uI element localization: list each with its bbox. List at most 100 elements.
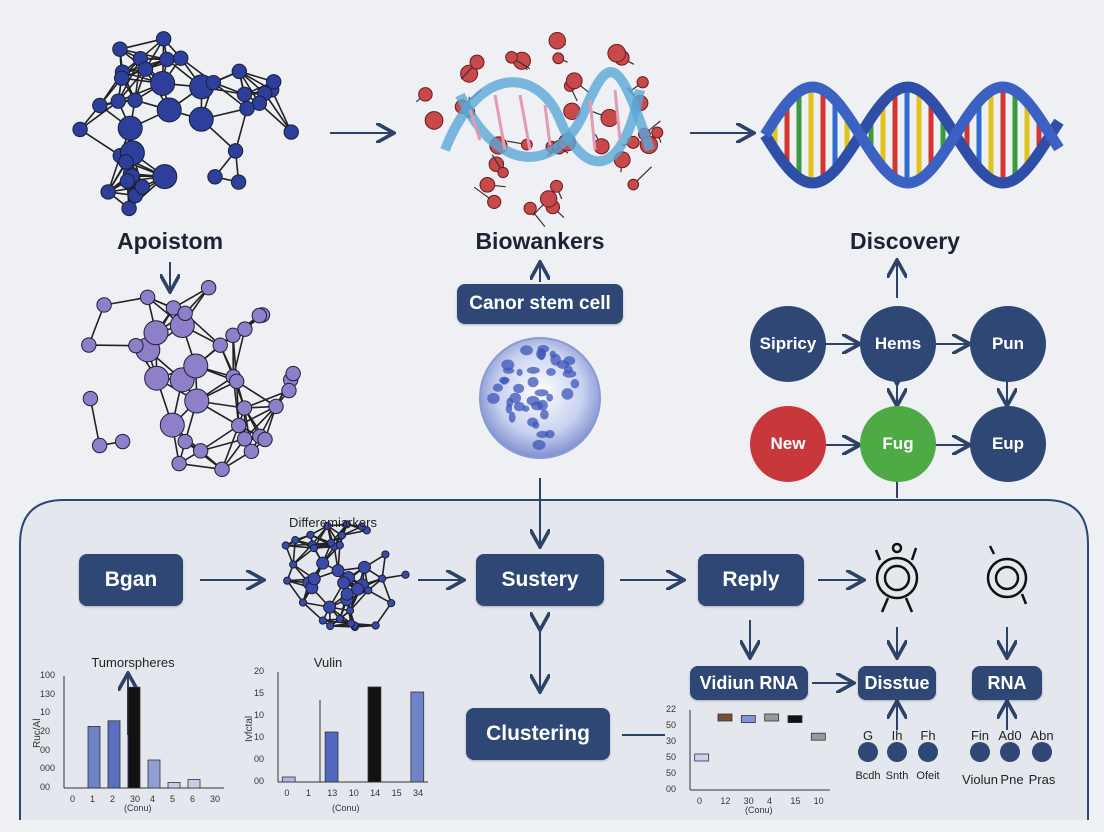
cell-outline-icon-2 — [986, 545, 1028, 605]
molecule-node — [351, 582, 365, 596]
cell-spot — [487, 393, 500, 404]
discovery-label: Discovery — [850, 228, 960, 254]
molecule-node — [184, 388, 210, 414]
molecule-node — [119, 173, 136, 189]
cell-outline-icon-1 — [874, 542, 919, 613]
cell-spot — [532, 421, 540, 429]
chart-xtick: 4 — [150, 794, 156, 804]
molecule-node — [114, 433, 131, 450]
molecule-node — [192, 443, 209, 459]
cell-spot — [534, 389, 549, 397]
molecule-node — [345, 606, 355, 615]
chart-ytick: 10 — [254, 710, 265, 720]
chart-xtick: 15 — [790, 796, 801, 806]
molecule-node — [159, 51, 175, 68]
chart-xtick: 6 — [190, 794, 196, 804]
chart-ytick: 00 — [254, 754, 265, 764]
molecule-node — [243, 443, 260, 460]
molecule-node — [128, 337, 144, 354]
chart-ytick: 30 — [666, 736, 677, 746]
chart-ytick: 10 — [40, 707, 51, 718]
molecule-node — [144, 365, 170, 391]
box-rna: RNA — [972, 666, 1042, 700]
chart3-xlabel: (Conu) — [745, 805, 773, 815]
molecule-node — [91, 437, 108, 454]
chart-xtick: 10 — [813, 796, 824, 806]
molecule-node — [143, 320, 169, 346]
cell-spot — [492, 383, 503, 392]
molecule-node — [117, 115, 143, 141]
biomarker-dna-icon — [415, 32, 664, 227]
molecule-node — [337, 576, 351, 590]
molecule-node — [401, 570, 410, 579]
cell-spot — [563, 356, 576, 366]
box-sustery: Sustery — [476, 554, 604, 606]
chart-xtick: 10 — [348, 788, 359, 798]
chart-bar — [367, 686, 382, 783]
chart2-title: Vulin — [313, 655, 343, 670]
molecule-node — [121, 200, 137, 217]
mini-label-fh: Fh — [920, 728, 936, 743]
cell-spot — [562, 370, 577, 378]
molecule-node — [316, 556, 330, 570]
molecule-node — [318, 616, 327, 625]
molecule-node — [173, 50, 189, 66]
cell-spot — [502, 367, 515, 374]
molecule-node — [139, 289, 156, 305]
molecule-node — [159, 412, 185, 438]
mini-sub-pras: Pras — [1028, 772, 1056, 787]
molecule-node — [212, 337, 228, 353]
molecule-node — [236, 86, 253, 103]
molecule-node — [323, 600, 337, 614]
molecule-node — [171, 455, 187, 472]
cell-spot — [532, 439, 546, 450]
node-sipricy: Sipricy — [750, 306, 826, 382]
box-reply: Reply — [698, 554, 804, 606]
cell-spot — [508, 411, 516, 423]
chart-ytick: 50 — [666, 752, 677, 762]
molecule-node — [200, 280, 217, 296]
node-pun: Pun — [970, 306, 1046, 382]
helix-strand — [760, 81, 1064, 189]
cell-spot — [527, 376, 539, 388]
biomarker-node — [418, 87, 433, 102]
molecule-node — [236, 431, 253, 447]
molecule-node — [281, 382, 297, 399]
chart-ytick: 20 — [40, 726, 51, 736]
chart-bar — [187, 779, 201, 789]
molecule-node — [285, 365, 301, 382]
chart-xtick: 15 — [391, 788, 402, 798]
chart-ytick: 22 — [666, 704, 677, 714]
molecule-node — [335, 614, 345, 624]
molecule-node — [283, 576, 292, 585]
molecule-node — [291, 535, 300, 545]
molecule-node — [118, 154, 134, 170]
molecule-node — [231, 417, 247, 434]
chart-ytick: 100 — [40, 670, 56, 680]
chart-xtick: 12 — [720, 796, 731, 806]
differentiation-molecule-icon — [281, 520, 410, 632]
mini-node-group — [858, 742, 1052, 762]
molecule-node — [72, 121, 88, 138]
biomarker-node — [469, 54, 485, 70]
molecule-node — [81, 337, 97, 353]
chart-ytick: 00 — [40, 782, 51, 792]
cell-spot — [561, 388, 574, 400]
chart-ytick: 130 — [40, 688, 56, 699]
node-eup: Eup — [970, 406, 1046, 482]
molecule-node — [156, 97, 182, 123]
biomarker-node — [651, 126, 664, 139]
molecule-node — [183, 353, 209, 379]
node-new: New — [750, 406, 826, 482]
molecule-node — [323, 521, 332, 531]
secondary-molecule-icon — [81, 280, 301, 478]
molecule-node — [205, 74, 222, 91]
cell-spot — [536, 430, 549, 439]
molecule-node — [283, 124, 299, 140]
biomarker-node — [479, 176, 496, 193]
canor-stem-cell-box: Canor stem cell — [457, 284, 623, 324]
molecule-node — [110, 93, 126, 109]
molecule-node — [150, 70, 176, 96]
biomarker-node — [487, 194, 502, 209]
